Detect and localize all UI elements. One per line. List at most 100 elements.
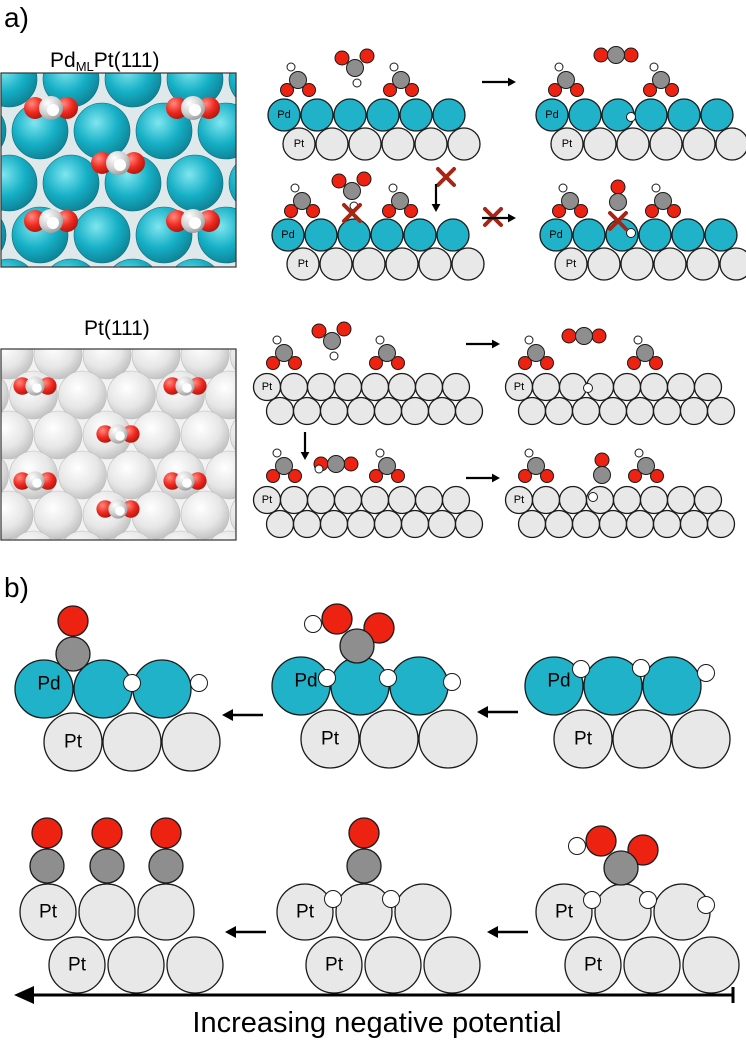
pt-atom xyxy=(682,127,716,161)
hydrogen-adsorbate xyxy=(626,228,636,238)
hydrogen-atom xyxy=(182,383,192,393)
pt-atom xyxy=(531,485,561,515)
carbon-atom xyxy=(527,344,545,362)
pt-atom xyxy=(279,485,309,515)
pd-label: Pd xyxy=(294,671,317,692)
oxygen-atom xyxy=(667,204,681,218)
hydrogen-atom xyxy=(290,183,300,193)
hydrogen-atom xyxy=(304,615,322,633)
carbon-atom xyxy=(346,59,364,77)
pd-atom xyxy=(524,656,584,716)
pd-atom xyxy=(330,656,390,716)
pt-atom xyxy=(387,372,417,402)
pt-atom xyxy=(427,396,457,426)
pt-atom xyxy=(315,127,349,161)
hydrogen-atom xyxy=(651,183,661,193)
carbon-atom xyxy=(607,46,625,64)
oxygen-atom xyxy=(650,469,664,483)
pd-label: Pd xyxy=(277,109,290,121)
pd-atom xyxy=(300,98,334,132)
cooh-adsorbate xyxy=(645,183,681,218)
pt-atom xyxy=(1,457,9,493)
hydrogen-atom xyxy=(114,274,126,286)
pt-atom xyxy=(205,370,236,420)
hydrogen-adsorbate-large xyxy=(572,660,590,678)
pt-atom xyxy=(161,530,200,540)
hydrogen-atom xyxy=(286,62,296,72)
pd-atom xyxy=(634,98,668,132)
hydrogen-adsorbate xyxy=(314,464,324,474)
pt-atom xyxy=(33,490,83,540)
hydrogen-atom xyxy=(697,896,715,914)
arrow-right-icon xyxy=(466,473,500,483)
pt-atom xyxy=(598,509,628,539)
oxygen-atom xyxy=(574,204,588,218)
hydrogen-atom xyxy=(272,448,282,458)
hydrogen-atom xyxy=(352,78,362,88)
hydrogen-atom xyxy=(626,228,636,238)
pd-atom xyxy=(166,154,224,212)
pt-atom xyxy=(649,127,683,161)
pd-atom xyxy=(432,98,466,132)
pt-atom xyxy=(639,372,669,402)
hydrogen-atom xyxy=(329,351,339,361)
hydrogen-atom xyxy=(388,183,398,193)
pt-label: Pt xyxy=(584,955,603,976)
pt-atom xyxy=(517,509,547,539)
oxygen-atom xyxy=(570,83,584,97)
cooh-adsorbate xyxy=(643,62,679,97)
oxygen-atom xyxy=(57,605,89,637)
pt-atom xyxy=(625,509,655,539)
pt-label: Pt xyxy=(298,258,308,270)
oxygen-atom xyxy=(627,834,659,866)
cooh-adsorbate xyxy=(627,335,663,370)
pt-atom xyxy=(333,485,363,515)
cooh-adsorbate xyxy=(382,183,418,218)
pt-atom xyxy=(387,485,417,515)
pt-atom xyxy=(558,485,588,515)
pt-atom xyxy=(82,349,132,380)
pt-atom xyxy=(33,410,83,460)
hydrogen-atom xyxy=(123,674,141,692)
cooh-adsorbate xyxy=(628,448,664,483)
pt-atom xyxy=(306,485,336,515)
oxygen-atom xyxy=(91,817,123,849)
pt-atom xyxy=(1,410,34,460)
pt-atom xyxy=(131,349,181,380)
cooh-adsorbate xyxy=(266,335,302,370)
pt-atom xyxy=(306,372,336,402)
pt-atom xyxy=(558,372,588,402)
oxygen-atom xyxy=(610,179,626,195)
oxygen-atom xyxy=(280,83,294,97)
cooh-adsorbate xyxy=(518,448,554,483)
hydrogen-atom xyxy=(324,890,342,908)
pt-label: Pt xyxy=(39,902,58,923)
carbon-atom xyxy=(346,848,382,884)
co-adsorbate xyxy=(609,179,627,211)
pt-atom xyxy=(441,372,471,402)
hydrogen-adsorbate-large xyxy=(697,664,715,682)
pd-atom xyxy=(228,73,236,98)
hydrogen-atom xyxy=(382,890,400,908)
pt-atom xyxy=(300,709,360,769)
pt-atom xyxy=(346,509,376,539)
pd-atom xyxy=(436,218,470,252)
oxygen-atom xyxy=(623,47,639,63)
pd-atom xyxy=(568,98,602,132)
oxygen-atom xyxy=(334,50,350,66)
carbon-atom xyxy=(55,636,91,672)
pt-atom xyxy=(653,247,687,281)
hydrogen-atom xyxy=(583,891,601,909)
hydrogen-atom xyxy=(524,448,534,458)
pd-atom xyxy=(1,73,38,108)
carbon-atom xyxy=(113,266,123,267)
pt-atom xyxy=(715,127,746,161)
hydrogen-adsorbate-large xyxy=(123,674,141,692)
cooh-adsorbate-large xyxy=(304,603,395,664)
potential-axis-arrow xyxy=(14,986,735,1004)
pt-atom xyxy=(441,485,471,515)
